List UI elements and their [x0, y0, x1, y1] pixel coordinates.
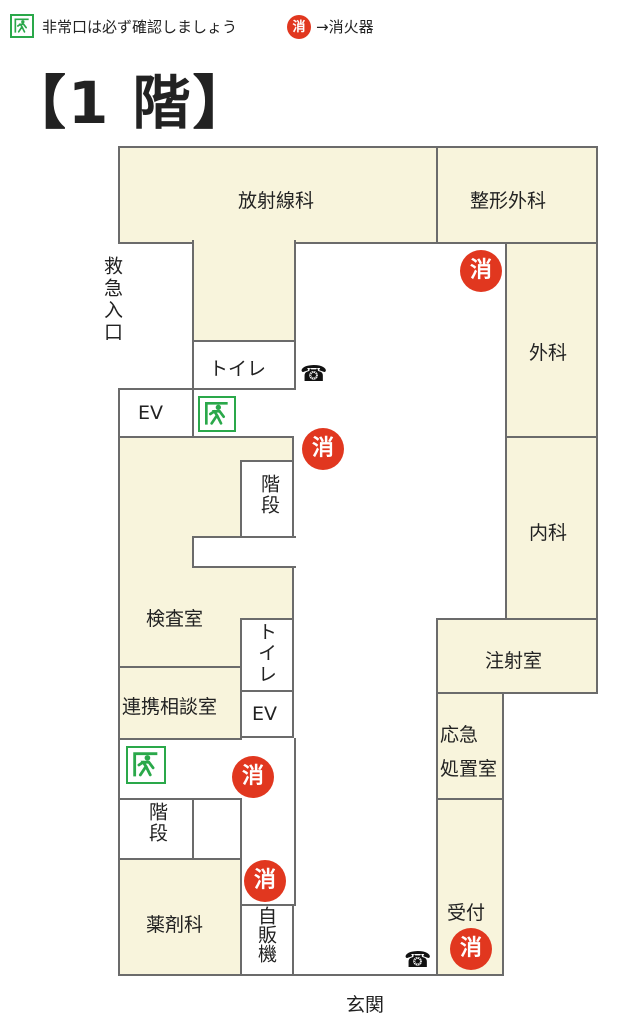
- room-ev-mid[interactable]: [240, 690, 294, 738]
- room-vending-machine[interactable]: [240, 904, 294, 976]
- label-main-entrance: 玄関: [346, 994, 385, 1016]
- room-consultation[interactable]: [118, 666, 242, 740]
- emergency-exit-icon: [198, 396, 236, 432]
- legend: 非常口は必ず確認しましょう 消 →消火器: [0, 0, 640, 50]
- room-radiology-top[interactable]: [118, 146, 438, 244]
- room-surgery[interactable]: [505, 242, 598, 438]
- label-stairs-lower: 階段: [146, 802, 168, 844]
- label-emergency-line1: 応急: [440, 724, 479, 746]
- fire-extinguisher-icon: 消: [244, 860, 286, 902]
- label-internal-medicine: 内科: [529, 522, 568, 544]
- label-ev-top: EV: [138, 402, 164, 424]
- fire-extinguisher-icon: 消: [287, 15, 311, 39]
- label-reception: 受付: [447, 902, 486, 924]
- phone-icon: ☎: [300, 362, 328, 387]
- label-consultation: 連携相談室: [122, 696, 218, 718]
- fire-extinguisher-icon: 消: [302, 428, 344, 470]
- corridor-notch: [192, 536, 296, 568]
- label-injection-room: 注射室: [485, 650, 543, 672]
- label-toilet-mid: トイレ: [255, 622, 277, 685]
- label-stairs-upper: 階段: [258, 474, 280, 516]
- label-vending-machine: 自販機: [255, 906, 277, 963]
- label-orthopedics: 整形外科: [470, 190, 547, 212]
- room-toilet-top[interactable]: [192, 340, 296, 390]
- corridor-wall-left: [294, 738, 296, 906]
- label-toilet-top: トイレ: [209, 358, 267, 380]
- emergency-exit-icon: [10, 14, 34, 38]
- left-wall-lower: [118, 738, 120, 976]
- fire-extinguisher-icon: 消: [460, 250, 502, 292]
- legend-fire-text: →消火器: [316, 18, 374, 36]
- room-stairs-upper[interactable]: [240, 460, 294, 538]
- room-toilet-mid[interactable]: [240, 618, 294, 692]
- label-lab: 検査室: [146, 608, 204, 630]
- label-surgery: 外科: [529, 342, 568, 364]
- label-emergency-entrance: 救急入口: [101, 256, 123, 344]
- floor-title: 【1 階】: [8, 69, 253, 137]
- emergency-exit-icon: [126, 746, 166, 784]
- bottom-wall: [294, 974, 436, 976]
- fire-extinguisher-icon: 消: [232, 756, 274, 798]
- legend-exit-text: 非常口は必ず確認しましょう: [42, 18, 238, 36]
- room-internal-medicine[interactable]: [505, 436, 598, 620]
- room-injection[interactable]: [436, 618, 598, 694]
- label-pharmacy: 薬剤科: [146, 914, 204, 936]
- label-ev-mid: EV: [252, 703, 278, 725]
- phone-icon: ☎: [404, 948, 432, 973]
- room-radiology-bottom[interactable]: [192, 240, 296, 342]
- fire-extinguisher-icon: 消: [450, 928, 492, 970]
- stairs-landing: [192, 798, 242, 860]
- label-radiology: 放射線科: [238, 190, 315, 212]
- label-emergency-line2: 処置室: [440, 758, 498, 780]
